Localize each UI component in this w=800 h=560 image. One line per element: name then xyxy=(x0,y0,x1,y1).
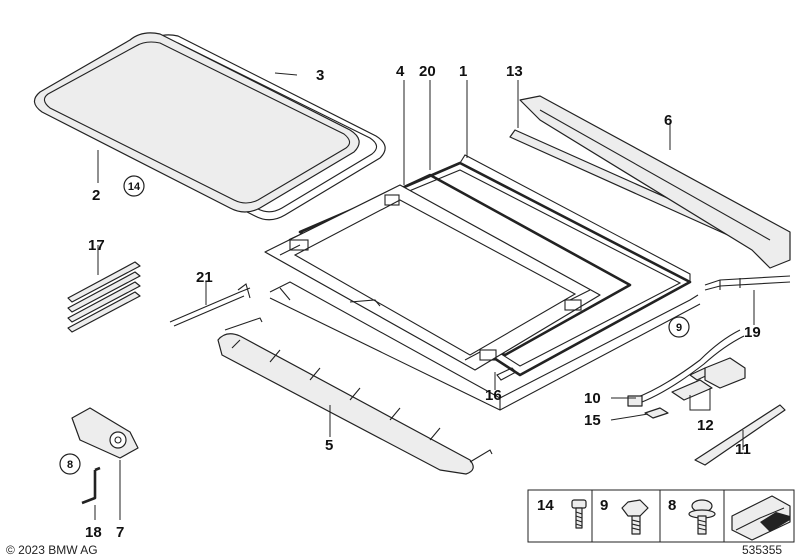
callout-12: 12 xyxy=(697,417,714,434)
pointer-arrow-icon xyxy=(731,495,791,541)
legend-9: 9 xyxy=(600,497,608,514)
drive-cable-part-19 xyxy=(704,275,791,291)
flange-screw-icon xyxy=(688,499,716,535)
callout-5: 5 xyxy=(325,437,333,454)
callout-6: 6 xyxy=(664,112,672,129)
callout-20: 20 xyxy=(419,63,436,80)
cover-strip-part-6 xyxy=(519,95,791,269)
clip-part-16 xyxy=(496,367,517,381)
callout-1: 1 xyxy=(459,63,467,80)
circled-9: 9 xyxy=(676,322,682,334)
fastener-legend: 14 9 8 xyxy=(527,489,795,543)
crank-part-18 xyxy=(81,466,101,505)
legend-14: 14 xyxy=(537,497,554,514)
callout-13: 13 xyxy=(506,63,523,80)
callout-17: 17 xyxy=(88,237,105,254)
callout-4: 4 xyxy=(396,63,405,80)
hex-bolt-icon xyxy=(621,499,649,535)
glass-panel-part-2 xyxy=(33,32,360,213)
circled-8: 8 xyxy=(67,459,73,471)
drive-cable-part-21 xyxy=(169,283,251,327)
circled-14: 14 xyxy=(128,181,141,193)
callout-2: 2 xyxy=(92,187,100,204)
wind-deflector-part-5 xyxy=(217,317,493,475)
strip-part-11 xyxy=(694,404,786,466)
slats-part-17 xyxy=(67,261,141,333)
callout-numbers: 1 2 3 4 5 6 7 10 11 12 13 15 16 17 18 19… xyxy=(85,63,761,541)
callout-15: 15 xyxy=(584,412,601,429)
circled-callouts: 14 9 8 xyxy=(59,175,690,475)
leader-lines xyxy=(94,72,755,520)
callout-18: 18 xyxy=(85,524,102,541)
callout-19: 19 xyxy=(744,324,761,341)
diagram-reference-number: 535355 xyxy=(742,543,782,557)
callout-11: 11 xyxy=(735,441,751,458)
legend-8: 8 xyxy=(668,497,676,514)
callout-10: 10 xyxy=(584,390,601,407)
callout-16: 16 xyxy=(485,387,502,404)
pad-part-15 xyxy=(644,407,669,419)
lower-frame xyxy=(269,281,701,411)
callout-21: 21 xyxy=(196,269,213,286)
callout-7: 7 xyxy=(116,524,124,541)
frame-mechanism-part-4 xyxy=(264,184,601,371)
screw-icon xyxy=(571,499,587,529)
callout-3: 3 xyxy=(316,67,324,84)
cable-harness-part-10 xyxy=(627,329,745,407)
motor-part-7 xyxy=(71,407,139,459)
copyright-text: © 2023 BMW AG xyxy=(6,543,98,557)
brackets-part-12 xyxy=(671,357,746,401)
